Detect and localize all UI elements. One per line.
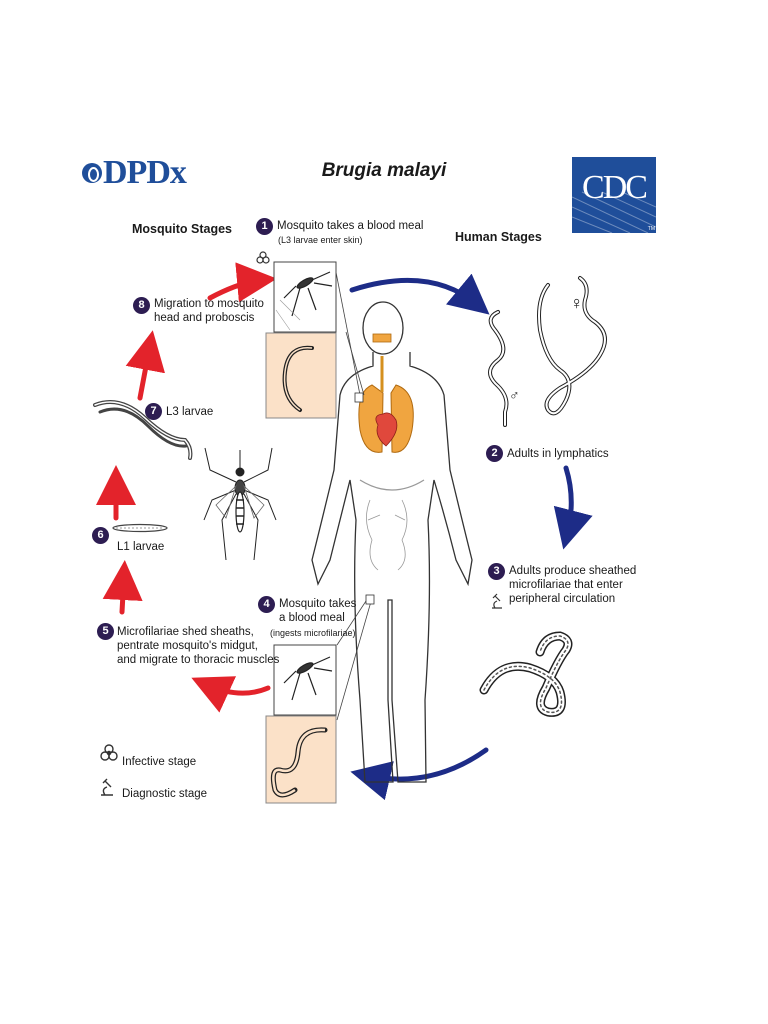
step7-badge: 7 [145, 403, 162, 420]
cdc-logo-trademark: TM [647, 226, 655, 232]
arrow-step1-to-2 [349, 273, 490, 315]
step6-label: L1 larvae [117, 541, 165, 553]
lungs-icon [358, 356, 414, 453]
step3-sheathed-microfilaria-icon [479, 631, 573, 717]
male-symbol: ♂ [509, 387, 520, 403]
arrow-step7-to-8 [125, 330, 166, 401]
dpdx-logo: DPDx [82, 154, 187, 192]
female-symbol: ♀ [570, 293, 584, 313]
arrow-step5-to-6 [102, 560, 143, 615]
human-body-icon [311, 301, 473, 783]
cdc-logo: CDC TM [572, 157, 656, 233]
heart-icon [375, 412, 398, 447]
step3-microscope-icon [492, 593, 502, 609]
step6-l1-larva-icon [112, 523, 168, 533]
step4-mosquito-biting-icon [283, 656, 333, 701]
arrow-step3-to-4 [350, 747, 489, 801]
step2-label: Adults in lymphatics [507, 448, 609, 460]
arrow-step2-to-3 [553, 465, 593, 550]
step1-badge: 1 [256, 218, 273, 235]
step1-mosquito-panel [273, 261, 337, 333]
cdc-logo-stripes-icon [572, 191, 656, 233]
step1-mosquito-biting-icon [275, 271, 333, 331]
step1-label: Mosquito takes a blood meal [277, 220, 424, 232]
legend-biohazard-icon [100, 744, 118, 761]
step1-biohazard-icon [256, 251, 270, 264]
lymphatic-vessels-icon [366, 499, 408, 571]
mosquito-icon [203, 447, 277, 561]
step3-label: Adults produce sheathed microfilariae th… [509, 565, 637, 605]
mouth-highlight [372, 333, 392, 343]
step7-l3-larvae-icon [93, 400, 193, 460]
step4-sublabel: (ingests microfilariae) [270, 628, 356, 638]
step5-label: Microfilariae shed sheaths, pentrate mos… [117, 626, 280, 666]
step6-badge: 6 [92, 527, 109, 544]
step2-adult-worms-icon [488, 276, 607, 427]
skin-marker-lower [365, 594, 375, 605]
step4-mosquito-panel [273, 644, 337, 716]
diagram-title: Brugia malayi [321, 160, 447, 181]
step7-label: L3 larvae [166, 406, 214, 418]
dpdx-logo-text: DPDx [103, 154, 187, 191]
step5-badge: 5 [97, 623, 114, 640]
dpdx-logo-mark-icon [82, 163, 102, 183]
step8-label: Migration to mosquito head and proboscis [154, 298, 264, 324]
step2-badge: 2 [486, 445, 503, 462]
step4-label: Mosquito takes a blood meal [279, 598, 357, 624]
arrow-step8-to-1 [207, 262, 277, 303]
skin-marker-upper [354, 392, 364, 403]
step1-sublabel: (L3 larvae enter skin) [278, 235, 363, 245]
step4-badge: 4 [258, 596, 275, 613]
legend-diagnostic-stage-label: Diagnostic stage [122, 788, 208, 800]
mosquito-stages-label: Mosquito Stages [132, 222, 233, 236]
human-stages-label: Human Stages [455, 230, 542, 244]
arrow-step4-to-5 [191, 676, 271, 713]
step8-badge: 8 [133, 297, 150, 314]
cdc-logo-text: CDC [582, 169, 648, 206]
legend-infective-stage-label: Infective stage [122, 756, 197, 768]
legend-microscope-icon [101, 778, 113, 796]
step1-larva-panel [265, 332, 337, 419]
step3-badge: 3 [488, 563, 505, 580]
